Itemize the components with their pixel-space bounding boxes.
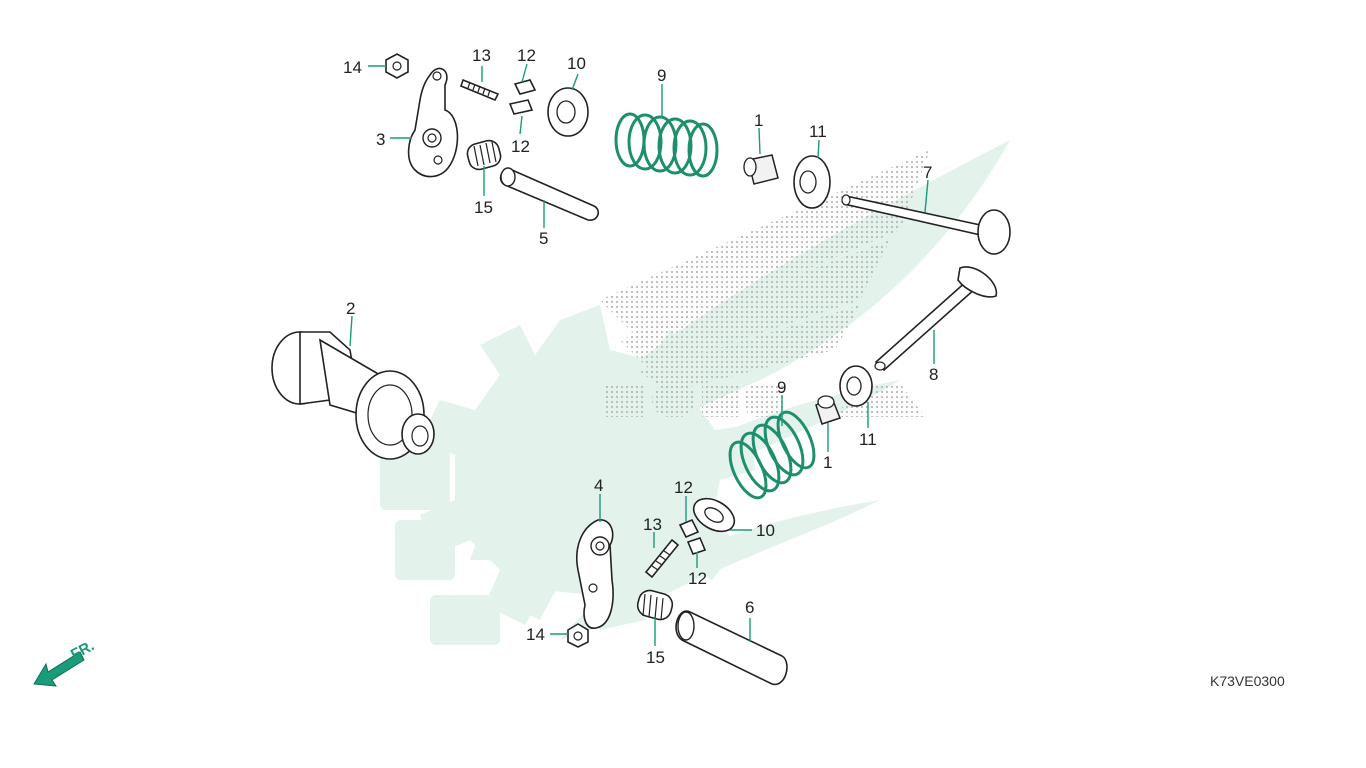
label-12-b: 12 <box>511 137 530 156</box>
label-2: 2 <box>346 299 355 318</box>
label-1-top: 1 <box>754 111 763 130</box>
label-14-top: 14 <box>343 58 362 77</box>
label-12-d: 12 <box>688 569 707 588</box>
label-11-bottom: 11 <box>859 430 877 449</box>
label-15-bottom: 15 <box>646 648 665 667</box>
label-10-bottom: 10 <box>756 521 775 540</box>
label-13-top: 13 <box>472 46 491 65</box>
needle-bearing-top <box>466 139 502 171</box>
adjust-screw-top <box>460 78 500 102</box>
camshaft <box>271 331 435 460</box>
label-7: 7 <box>923 163 932 182</box>
cotter-bottom-a <box>678 518 700 539</box>
label-6: 6 <box>745 598 754 617</box>
label-9-top: 9 <box>657 66 666 85</box>
valve-bottom <box>874 266 998 372</box>
rocker-arm-bottom <box>576 519 614 629</box>
label-10-top: 10 <box>567 54 586 73</box>
rocker-shaft-top <box>499 167 600 221</box>
spring-seat-bottom <box>839 365 873 407</box>
label-1-bottom: 1 <box>823 453 832 472</box>
valve-spring-bottom <box>728 410 816 500</box>
label-13-bottom: 13 <box>643 515 662 534</box>
valve-top <box>841 194 1011 255</box>
label-15-top: 15 <box>474 198 493 217</box>
spring-retainer-bottom <box>692 497 736 533</box>
label-5: 5 <box>539 229 548 248</box>
cotter-bottom-b <box>686 537 707 555</box>
nut-bottom <box>567 623 589 648</box>
spring-retainer-top <box>547 87 589 137</box>
valve-spring-top <box>614 112 719 178</box>
adjust-screw-bottom <box>644 538 680 579</box>
stem-seal-bottom <box>815 395 841 425</box>
nut-top <box>385 53 409 79</box>
label-14-bottom: 14 <box>526 625 545 644</box>
label-3: 3 <box>376 130 385 149</box>
leader-lines <box>349 63 935 646</box>
label-8: 8 <box>929 365 938 384</box>
diagram-code: K73VE0300 <box>1210 673 1285 689</box>
label-9-bottom: 9 <box>777 378 786 397</box>
rocker-shaft-bottom <box>675 610 788 685</box>
label-4: 4 <box>594 476 603 495</box>
label-11-top: 11 <box>809 122 827 141</box>
cotter-top-b <box>508 99 534 115</box>
part-labels: 14 3 13 12 12 10 9 15 5 1 11 7 2 8 9 1 1… <box>343 46 938 667</box>
spring-seat-top <box>793 155 831 209</box>
label-12-a: 12 <box>517 46 536 65</box>
front-arrow-icon <box>33 651 85 687</box>
cotter-top-a <box>513 79 537 95</box>
rocker-arm-top <box>407 67 459 178</box>
needle-bearing-bottom <box>636 589 674 621</box>
stem-seal-top <box>743 154 779 185</box>
label-12-c: 12 <box>674 478 693 497</box>
